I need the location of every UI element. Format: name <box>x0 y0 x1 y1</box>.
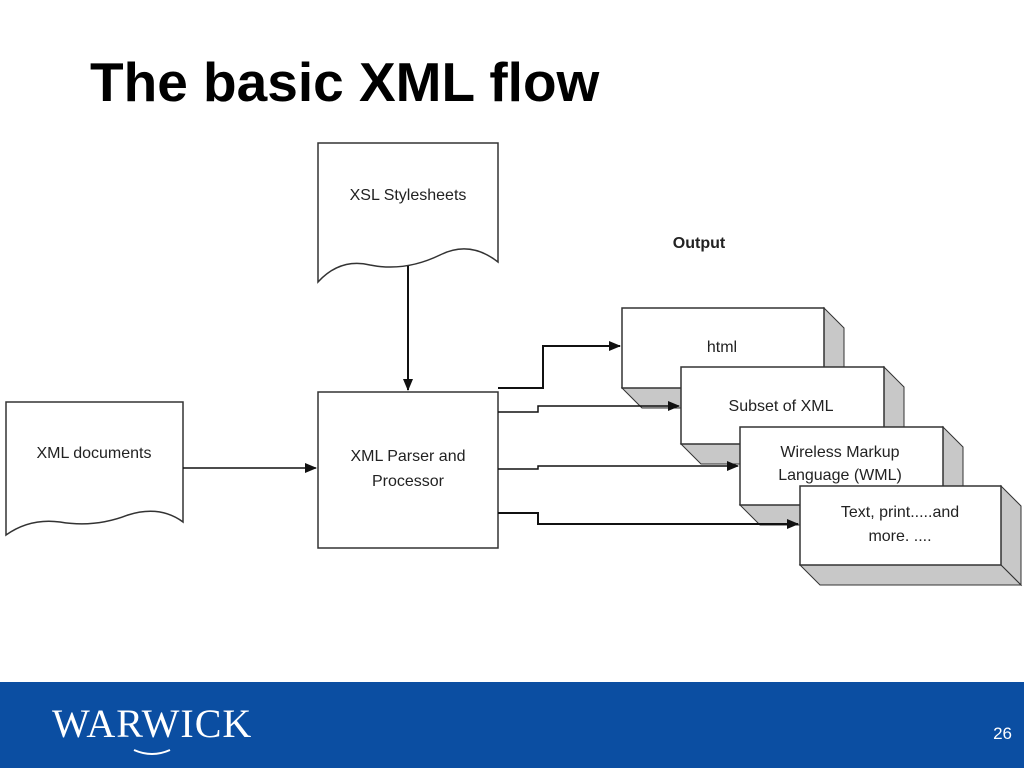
output-wml-label-line2: Language (WML) <box>778 467 902 484</box>
output-text-shadow-bottom <box>798 564 1023 586</box>
xsl-stylesheets-shape <box>317 142 499 284</box>
warwick-logo: WARWICK <box>52 701 253 746</box>
output-wml-label-line1: Wireless Markup <box>780 444 899 461</box>
xsl-stylesheets-label: XSL Stylesheets <box>350 187 467 204</box>
xml-documents-shape <box>5 401 184 537</box>
xsl-stylesheets-node: XSL Stylesheets <box>317 142 499 284</box>
warwick-logo-swoosh <box>133 749 171 755</box>
xml-parser-label-line1: XML Parser and <box>350 448 465 465</box>
arrow-parser-to-wml <box>498 461 739 471</box>
xml-flow-diagram: XSL Stylesheets XML documents XML Parser… <box>5 142 1023 587</box>
output-text-node: Text, print.....and more. .... <box>798 484 1023 587</box>
output-text-box <box>799 485 1002 566</box>
xml-documents-node: XML documents <box>5 401 184 537</box>
arrow-parser-to-subset-xml <box>498 401 680 413</box>
output-heading: Output <box>673 235 726 252</box>
output-text-label-line1: Text, print.....and <box>841 504 959 521</box>
arrow-parser-to-text <box>498 512 799 529</box>
page-number: 26 <box>993 724 1012 743</box>
slide-title: The basic XML flow <box>90 51 600 113</box>
output-text-label-line2: more. .... <box>868 528 931 545</box>
arrow-parser-to-html <box>498 341 621 389</box>
xml-parser-box <box>317 391 499 549</box>
footer-bar: WARWICK 26 <box>0 682 1024 768</box>
xml-parser-label-line2: Processor <box>372 473 445 490</box>
xml-parser-node: XML Parser and Processor <box>317 391 499 549</box>
output-html-label: html <box>707 339 737 356</box>
xml-documents-label: XML documents <box>36 445 151 462</box>
output-subset-xml-label: Subset of XML <box>729 398 834 415</box>
